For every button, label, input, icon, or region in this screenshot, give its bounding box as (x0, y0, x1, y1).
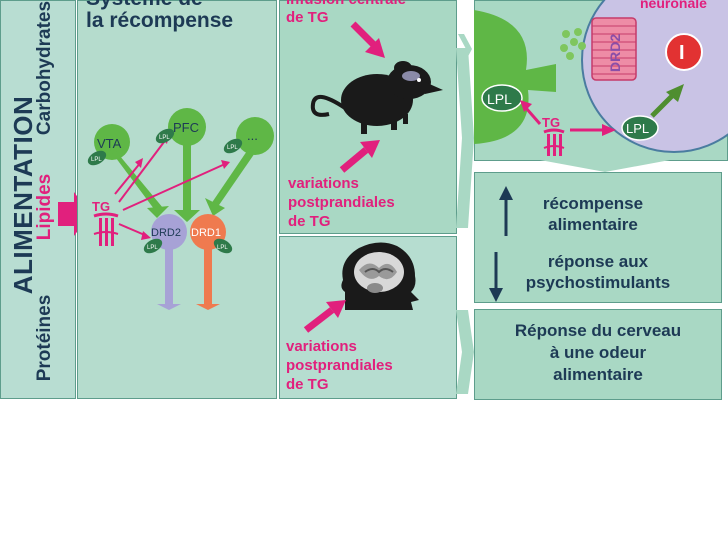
up-arrow-icon (499, 186, 513, 236)
lpl-right-badge: LPL (621, 115, 659, 141)
smell-line3: alimentaire (553, 365, 643, 384)
reward-panel-title-line1: Système de (86, 0, 203, 11)
mouse-top-line2: de TG (286, 9, 329, 26)
result-down-line2: psychostimulants (525, 273, 671, 292)
lpl-badge-drd2: LPL (143, 238, 163, 254)
lpl-left-label: LPL (487, 91, 512, 107)
lpl-badge-label: LPL (227, 145, 238, 151)
pfc-label: PFC (173, 120, 199, 135)
human-line2: postprandiales (286, 357, 393, 374)
synapse-tg-label: TG (542, 115, 560, 130)
synapse-tg: TG (542, 115, 565, 156)
chevron-right-icon (456, 48, 474, 228)
results-panel (474, 172, 722, 303)
human-line3: de TG (286, 376, 329, 393)
down-arrow-icon (489, 252, 503, 302)
pfc-neuron: PFC (168, 108, 206, 222)
inhibit-label: I (679, 42, 685, 64)
lpl-badge-label: LPL (147, 245, 158, 251)
lpl-left-badge: LPL (481, 84, 523, 112)
reward-circuit-diagram: VTA PFC ... DRD2 DRD1 TG (87, 108, 274, 310)
reward-panel-title-line2: la récompense (86, 9, 234, 32)
smell-line2: à une odeur (549, 343, 647, 362)
result-up-line2: alimentaire (548, 215, 638, 234)
human-line1: variations (286, 338, 357, 355)
sidebar-item-proteins: Protéines (34, 294, 55, 382)
sidebar-item-lipids: Lipides (34, 173, 55, 241)
vta-label: VTA (97, 136, 122, 151)
mouse-bottom-line3: de TG (288, 213, 331, 230)
lpl-badge-drd1: LPL (213, 238, 233, 254)
drd2-label: DRD2 (151, 227, 181, 239)
result-down-line1: réponse aux (547, 252, 649, 271)
synapse-tg-arrows (520, 100, 616, 136)
lpl-badge-other: LPL (223, 138, 243, 154)
reward-system-panel (77, 0, 277, 399)
lpl-badge-label: LPL (217, 245, 228, 251)
sidebar-item-carbohydrates: Carbohydrates (34, 0, 55, 136)
drd1-label: DRD1 (191, 227, 221, 239)
mouse-bottom-line2: postprandiales (288, 194, 395, 211)
lpl-badge-pfc: LPL (155, 128, 175, 144)
green-arrow-icon (650, 84, 684, 118)
lpl-badge-label: LPL (91, 157, 102, 163)
vesicle-dots (560, 28, 586, 60)
lpl-badge-label: LPL (159, 135, 170, 141)
chevron-down-icon (540, 160, 670, 172)
other-neuron: ... (205, 117, 274, 216)
synapse-diagram: neuronale DRD2 I LPL TG (474, 0, 728, 156)
lpl-badge-vta: LPL (87, 150, 107, 166)
lpl-right-label: LPL (626, 121, 649, 136)
drd2-receptor-icon: DRD2 (591, 17, 637, 81)
drd2-receptor-label: DRD2 (607, 34, 623, 72)
neuron-label: neuronale (640, 0, 707, 11)
chevron-right-icon (456, 310, 474, 394)
drd1-neuron: DRD1 (190, 214, 226, 310)
tg-label: TG (92, 199, 110, 214)
smell-line1: Réponse du cerveau (514, 321, 682, 340)
mouse-top-arrow (350, 21, 385, 58)
tg-receptor-icon: TG (92, 199, 119, 246)
mouse-bottom-line1: variations (288, 175, 359, 192)
drd2-neuron: DRD2 (151, 214, 187, 310)
human-brain-icon (341, 242, 419, 310)
mouse-top-line1: infusion centrale (286, 0, 406, 8)
mouse-bottom-arrow-icon (339, 140, 380, 173)
smell-response-panel (474, 309, 722, 400)
other-neuron-label: ... (247, 128, 258, 143)
sidebar-panel (0, 0, 76, 399)
mouse-icon (310, 21, 443, 134)
human-arrow-icon (303, 300, 346, 333)
result-up-line1: récompense (542, 194, 644, 213)
inhibit-icon: I (665, 33, 703, 71)
